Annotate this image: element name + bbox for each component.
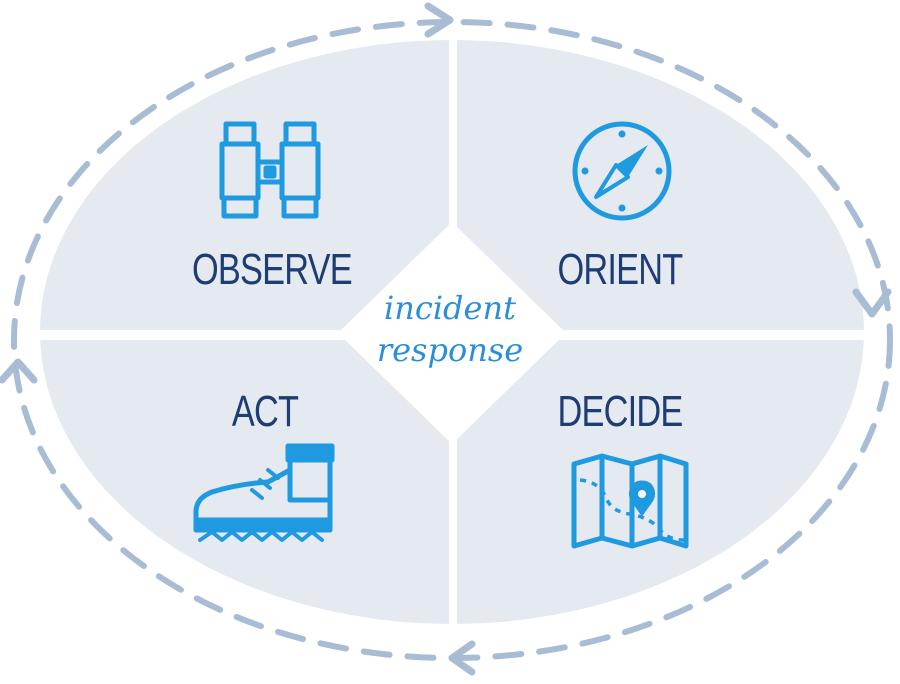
binoculars-icon [219, 121, 321, 219]
label-decide: DECIDE [557, 387, 684, 436]
arrowhead-left-icon [0, 358, 38, 384]
center-text-line-2: response [376, 331, 524, 369]
center-diamond [338, 222, 566, 444]
boot-icon [193, 443, 335, 542]
center-text-line-1: incident [384, 289, 516, 327]
label-act: ACT [231, 387, 299, 436]
map-icon [571, 453, 689, 549]
arrowhead-right-icon [852, 288, 892, 318]
arrowhead-top-icon [424, 2, 454, 38]
arrowhead-bottom-icon [448, 640, 476, 676]
label-observe: OBSERVE [192, 245, 353, 294]
label-orient: ORIENT [557, 245, 684, 294]
compass-icon [572, 121, 672, 221]
